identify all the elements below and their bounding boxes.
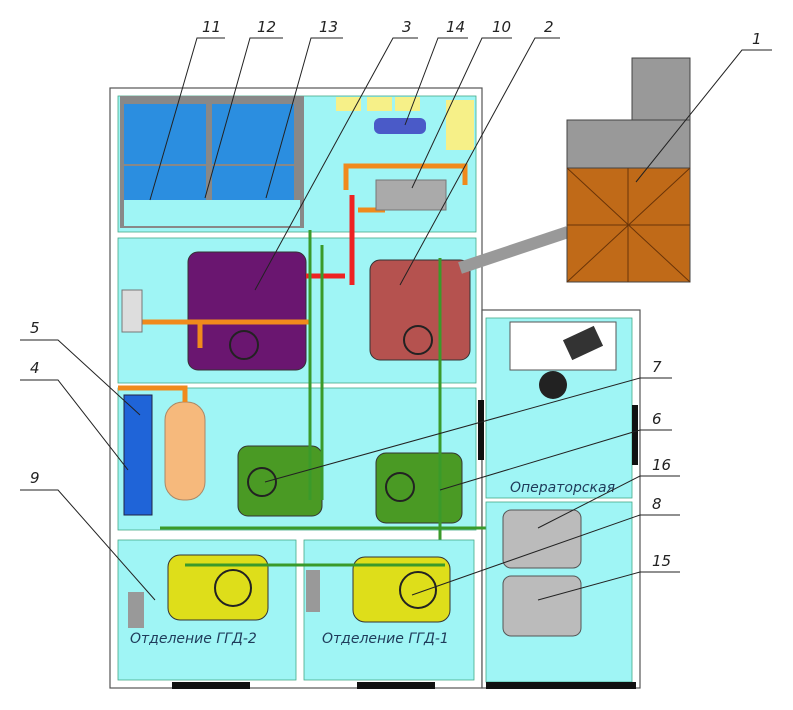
leader-line [537,571,680,601]
leader-line [537,475,680,529]
boiler-hatch [403,325,433,355]
compressor-10 [375,179,447,211]
callout-4: 4 [30,359,40,377]
leader-line [265,37,343,199]
boiler-hatch [247,467,277,497]
unit-hatch [399,571,437,609]
stairs [631,57,691,121]
callout-14: 14 [446,18,465,36]
callout-16: 16 [652,456,671,474]
callouts: 11 12 13 3 14 10 2 1 5 4 9 7 6 16 8 15 [20,18,772,601]
boiler-hatch [385,472,415,502]
tank [212,166,294,200]
cabinet-15 [502,575,582,637]
roof-lines [566,167,691,283]
leader-line [439,429,672,491]
filter [306,570,320,612]
tank-bottom-gap [124,200,300,226]
door [486,682,636,689]
leader-line [20,489,156,601]
leader-line [204,37,283,199]
flue-duct [458,226,570,274]
pipe-orange [140,319,310,348]
cabinet [446,100,474,150]
unit-hatch [214,569,252,607]
callout-2: 2 [544,18,554,36]
leader-line [149,37,225,201]
monitor [562,325,604,361]
leader-line [411,514,680,596]
leader-line [20,379,129,471]
operator-chair [539,371,567,399]
leader-line [411,37,512,189]
callout-8: 8 [652,495,662,513]
cabinet-16 [502,509,582,569]
callout-1: 1 [752,30,762,48]
callout-3: 3 [402,18,412,36]
callout-5: 5 [30,319,40,337]
filter-9 [128,592,144,628]
red-boiler-2 [369,259,471,361]
door [172,682,250,689]
window [478,400,484,460]
roof [566,119,691,169]
pipe-green [160,230,500,555]
leader-line [254,37,418,291]
water-tanks [120,96,304,228]
filter [121,289,143,333]
callout-9: 9 [30,469,40,487]
boiler-hatch [229,330,259,360]
blue-unit-4 [123,394,153,516]
callout-11: 11 [202,18,221,36]
peach-unit-5 [164,401,206,501]
room-label-ggd1: Отделение ГГД-1 [322,631,449,647]
tank [124,104,206,164]
callout-6: 6 [652,410,662,428]
window [632,405,638,465]
room-label-ggd2: Отделение ГГД-2 [130,631,257,647]
leader-line [635,49,772,183]
pipe-orange [118,385,188,402]
tank [212,104,294,164]
leader-line [264,377,672,483]
room-label-operator: Операторская [510,480,615,496]
callout-13: 13 [319,18,338,36]
purple-boiler-3 [187,251,307,371]
green-boiler-6 [375,452,463,524]
cabinet [395,97,420,111]
callout-10: 10 [492,18,511,36]
door [357,682,435,689]
callout-7: 7 [652,358,662,376]
leader-line [20,339,141,416]
receiver-14 [374,118,426,134]
cabinet [367,97,392,111]
leader-line [399,37,560,286]
tank [124,166,206,200]
callout-15: 15 [652,552,671,570]
callout-12: 12 [257,18,276,36]
leader-line [404,37,468,126]
